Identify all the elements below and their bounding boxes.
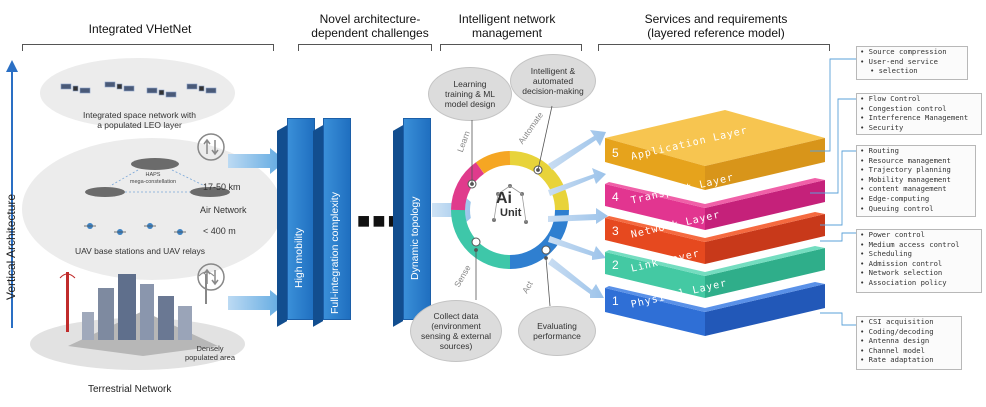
space-network-ellipse [40,58,235,128]
uav-text: UAV base stations and UAV relays [74,246,206,256]
ai-to-layer-arrows [548,130,608,298]
vertical-architecture-label: Vertical Architecture [4,193,18,300]
layer-2-num: 2 [612,258,619,272]
bracket-challenges [298,44,432,51]
req-list-network: Routing Resource management Trajectory p… [860,146,951,213]
challenge-label-full-integration: Full-integration complexity [329,192,341,314]
bracket-services [598,44,830,51]
panel-side-2 [313,125,323,327]
req-item: Interference Management [860,113,969,123]
bracket-management [440,44,582,51]
challenge-panel-dynamic-topology [403,118,431,320]
air-altitude: 17-50 km [203,182,241,192]
space-network-text: Integrated space network with a populate… [83,110,196,130]
req-item: Trajectory planning [860,165,951,175]
req-item: Coding/decoding [860,327,934,337]
uav-drones [84,223,186,235]
req-item: Source compression [860,47,947,57]
req-item: User-end service [860,57,947,67]
req-item: Routing [860,146,951,156]
ai-cycle-ring [451,151,569,269]
cloud-collect-data: Collect data (environment sensing & exte… [410,300,502,362]
city-buildings [59,271,218,356]
air-network-label: Air Network [200,205,247,215]
req-item: Admission control [860,259,960,269]
layer-4-num: 4 [612,190,619,204]
req-list-link: Power control Medium access control Sche… [860,230,960,288]
req-item: Queuing control [860,204,951,214]
cloud-decision-making: Intelligent & automated decision-making [510,54,596,108]
arrow-ground-to-challenges [228,290,286,316]
cloud-learning: Learning training & ML model design [428,67,512,121]
panel-side-1 [277,125,287,327]
panel-side-3 [393,125,403,327]
layer-stack [605,110,825,336]
req-item: Edge-computing [860,194,951,204]
req-item: Association policy [860,278,960,288]
req-item: content management [860,184,951,194]
req-item: Security [860,123,968,133]
req-item: Power control [860,230,960,240]
bracket-integrated [22,44,274,51]
vertical-architecture-arrow [6,60,18,328]
req-item-continuation: selection [860,66,947,76]
uplink-downlink-icon-top [197,133,225,161]
layer-3-num: 3 [612,224,619,238]
req-item: Medium access control [860,240,960,250]
haps-text: HAPS mega-constellation [129,172,177,185]
challenge-label-dynamic-topology: Dynamic topology [409,196,421,280]
req-item: Mobility management [860,175,951,185]
challenge-panel-high-mobility [287,118,315,320]
satellite-icons [60,81,217,98]
req-item: Resource management [860,156,951,166]
challenge-panel-full-integration [323,118,351,320]
req-item: Rate adaptation [860,355,934,365]
layer-connectors [810,58,856,326]
header-integrated-vhetnet: Integrated VHetNet [88,22,192,36]
req-item: Channel model [860,346,934,356]
cloud-evaluating: Evaluating performance [518,306,596,356]
req-item: Antenna design [860,336,934,346]
ai-unit-top: Ai [496,190,512,207]
header-services: Services and requirements (layered refer… [644,12,788,40]
req-item: CSI acquisition [860,317,934,327]
arrow-air-to-challenges [228,148,286,174]
cloud-connectors [470,105,553,307]
haps-airships [85,158,230,197]
layer-1-num: 1 [612,294,619,308]
req-item: Congestion control [860,104,968,114]
req-list-application: Source compression User-end service sele… [860,47,947,76]
header-management: Intelligent network management [458,12,556,40]
terrestrial-network-label: Terrestrial Network [88,384,172,395]
uav-altitude: < 400 m [203,226,236,236]
dense-area-text: Densely populated area [184,344,236,362]
header-challenges: Novel architecture- dependent challenges [311,12,429,40]
req-item: Network selection [860,268,960,278]
req-list-physical: CSI acquisition Coding/decoding Antenna … [860,317,934,365]
req-list-transport: Flow Control Congestion control Interfer… [860,94,969,133]
req-item: Flow Control [860,94,968,104]
req-item: Scheduling [860,249,960,259]
ai-unit-bottom: Unit [500,207,522,219]
challenge-label-high-mobility: High mobility [293,227,305,288]
layer-5-num: 5 [612,146,619,160]
